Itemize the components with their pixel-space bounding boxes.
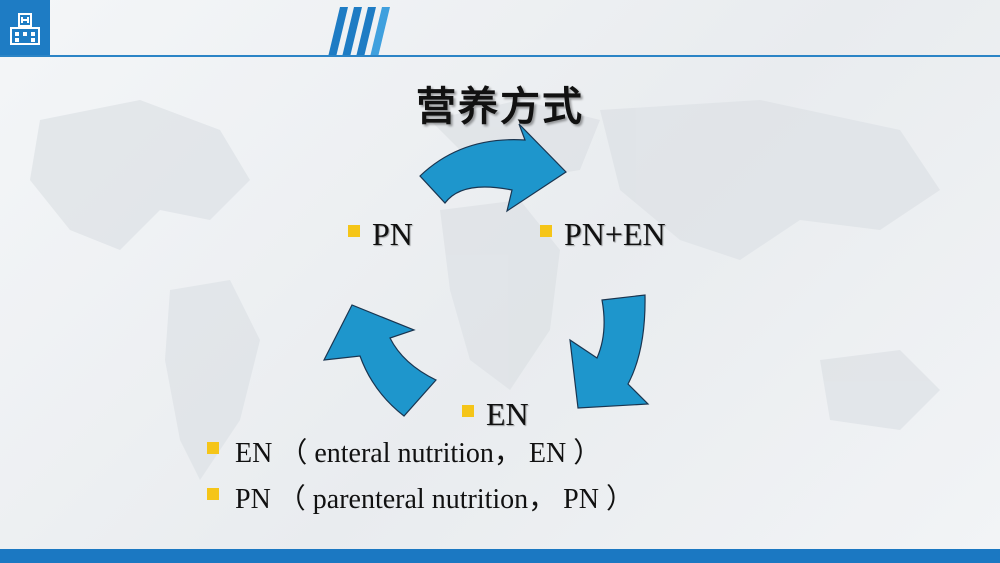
- world-map-background: [30, 100, 940, 480]
- bullet-icon: [348, 224, 360, 237]
- slide-title: 营养方式: [416, 84, 584, 130]
- logo: [0, 0, 50, 57]
- cycle-node-pn: PN: [348, 216, 413, 253]
- bullet-icon: [207, 488, 219, 500]
- definition-text: PN （ parenteral nutrition， PN ）: [235, 484, 634, 515]
- footer-bar: [0, 549, 1000, 563]
- hospital-icon: [10, 12, 40, 45]
- definition-text: EN （ enteral nutrition， EN ）: [235, 438, 602, 469]
- list-item: PN （ parenteral nutrition， PN ）: [207, 474, 634, 520]
- bullet-icon: [540, 224, 552, 237]
- arrow-en-to-pn: [322, 304, 437, 417]
- bullet-icon: [207, 442, 219, 454]
- arrow-pnen-to-en: [569, 294, 650, 409]
- arrow-pn-to-pnen: [419, 123, 567, 213]
- node-label: EN: [486, 396, 529, 432]
- header-divider: [0, 55, 1000, 57]
- definition-list: EN （ enteral nutrition， EN ） PN （ parent…: [207, 428, 634, 520]
- node-label: PN+EN: [564, 216, 666, 252]
- list-item: EN （ enteral nutrition， EN ）: [207, 428, 634, 474]
- header-stripes: [328, 7, 390, 57]
- cycle-node-pn-en: PN+EN: [540, 216, 666, 253]
- node-label: PN: [372, 216, 413, 252]
- bullet-icon: [462, 404, 474, 417]
- cycle-node-en: EN: [462, 396, 529, 433]
